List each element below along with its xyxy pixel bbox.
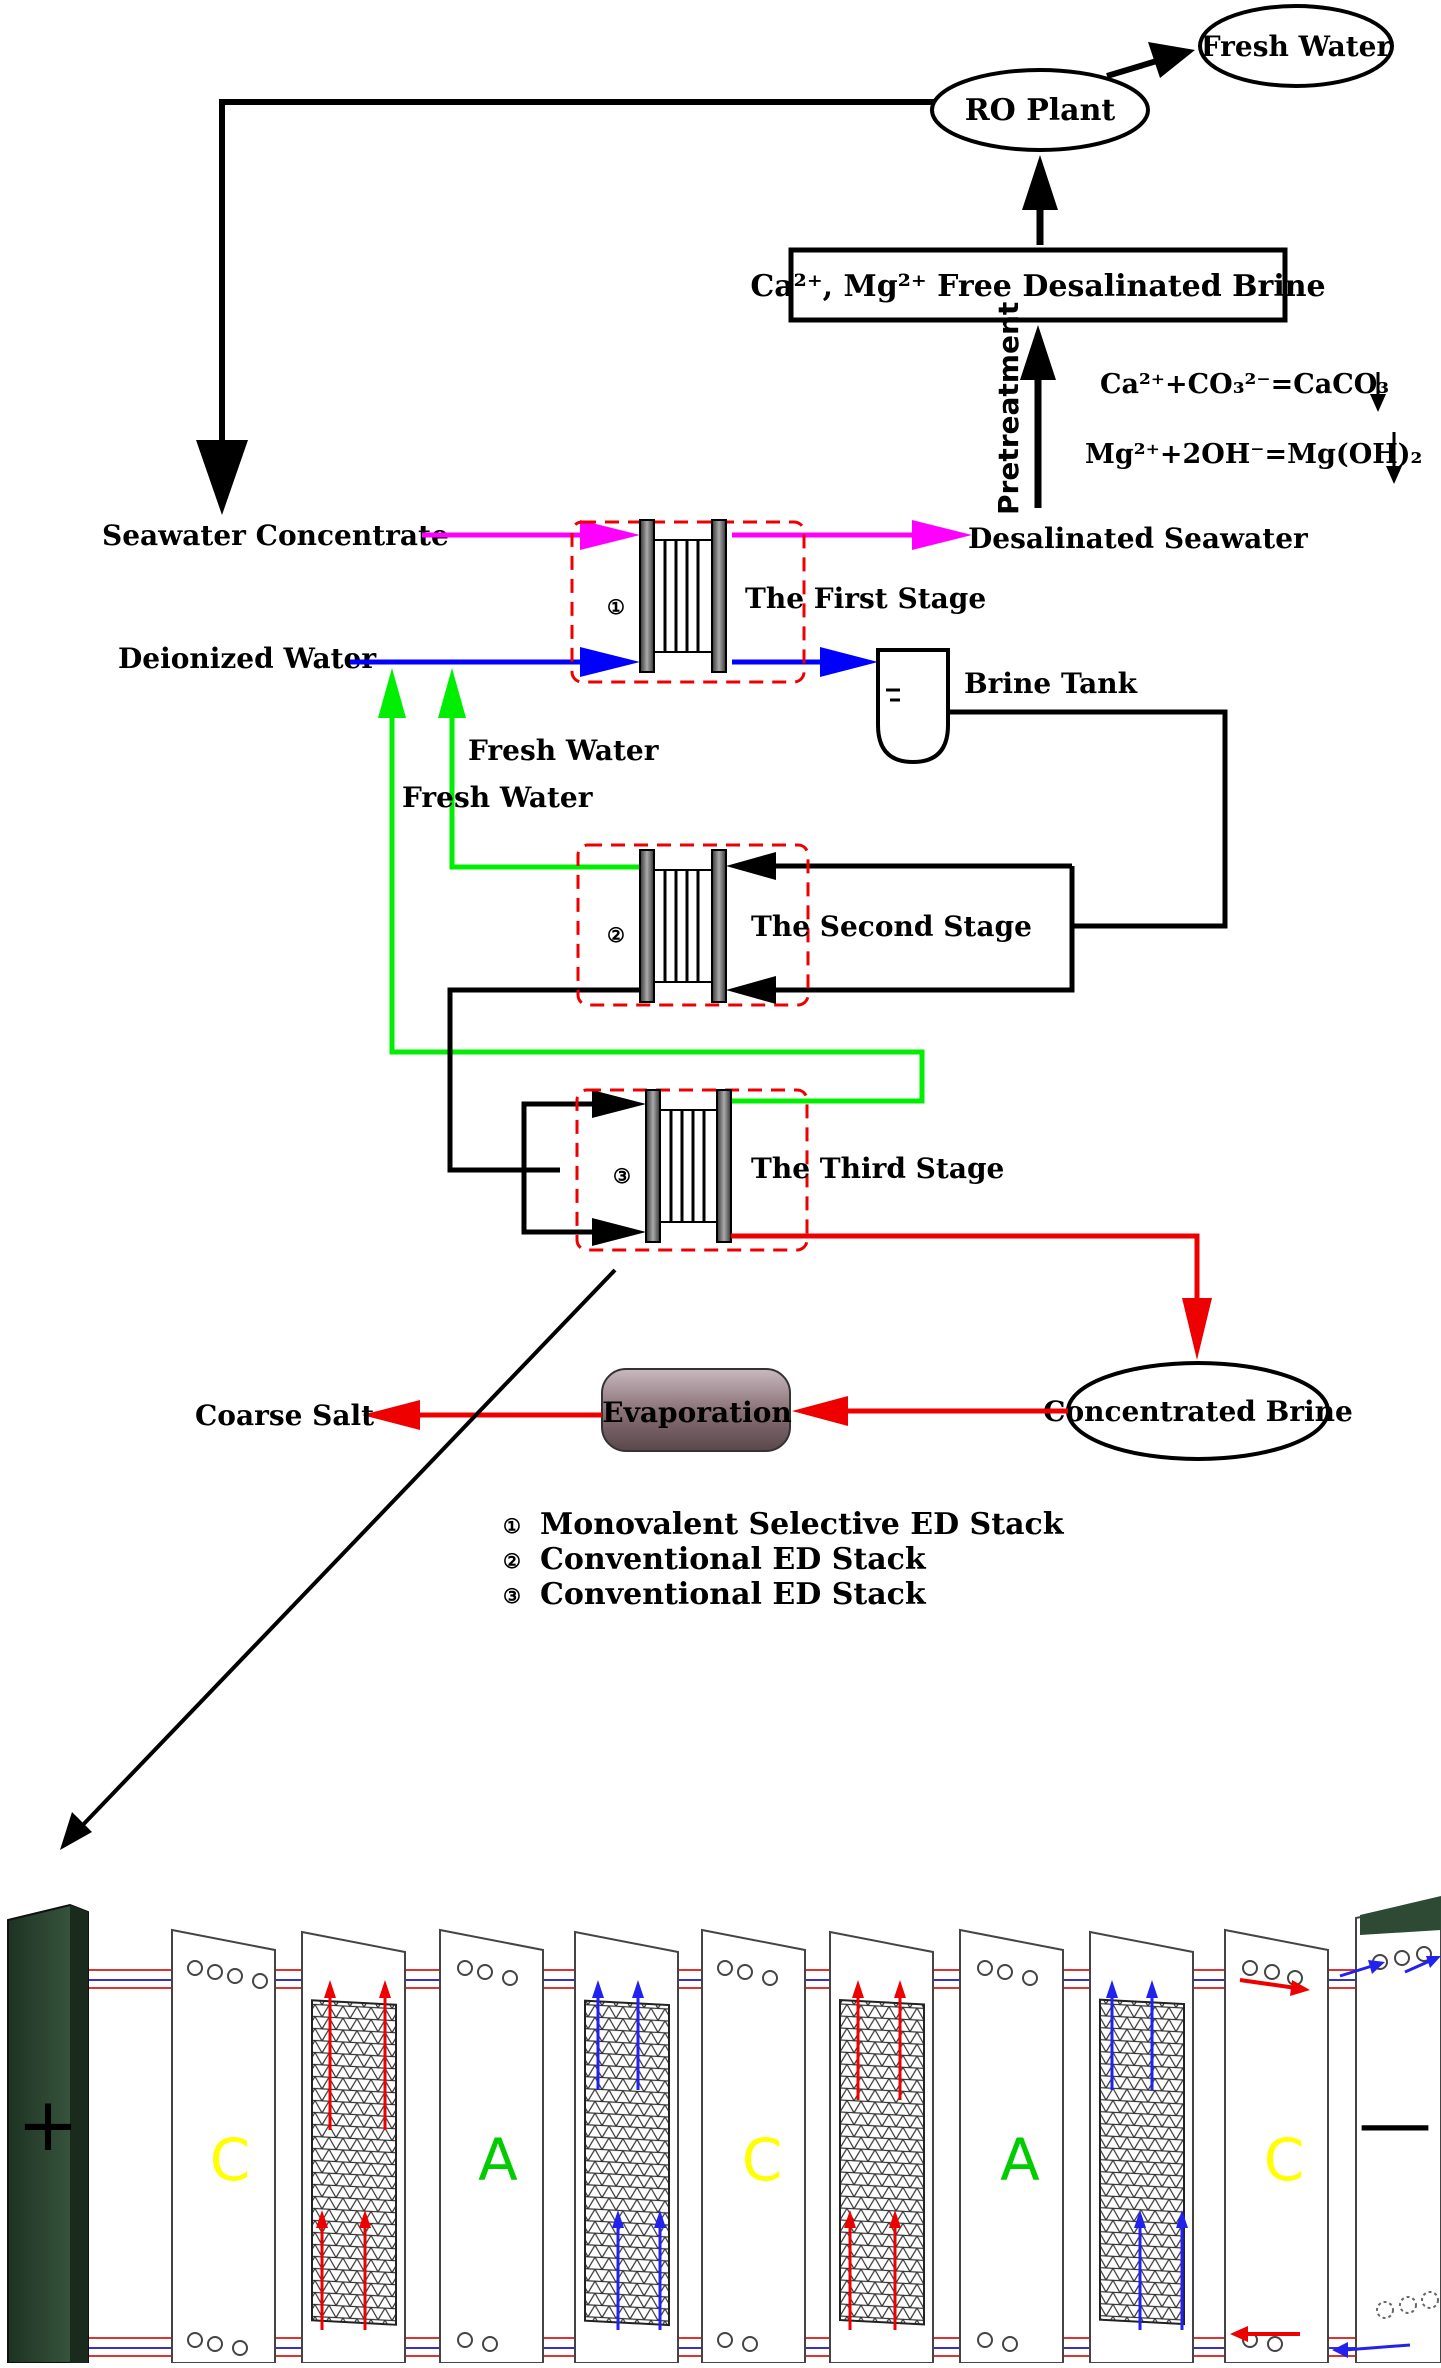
ed-stack-illustration: + C (7, 1896, 1441, 2364)
spacer-4 (1089, 1930, 1194, 2364)
deionized-water-label: Deionized Water (118, 642, 377, 675)
stage-3-marker: ③ (613, 1164, 631, 1188)
free-brine-label: Ca²⁺, Mg²⁺ Free Desalinated Brine (750, 269, 1325, 304)
stage2-to-stage3-line (447, 987, 640, 1173)
membrane-label-c2: C (742, 2126, 783, 2194)
fresh-water-line-2 (438, 668, 640, 870)
free-brine-box (788, 247, 1288, 323)
spacer-3 (829, 1930, 934, 2364)
third-stage-label: The Third Stage (751, 1152, 1004, 1185)
fresh-water-label-2: Fresh Water (402, 781, 594, 814)
coarse-salt-label: Coarse Salt (195, 1399, 374, 1432)
anode-electrode (7, 1903, 89, 2364)
legend-text-2: Conventional ED Stack (540, 1542, 927, 1577)
evap-to-salt-arrow (362, 1400, 602, 1430)
legend: ① Monovalent Selective ED Stack ② Conven… (503, 1507, 1065, 1612)
pretreatment-label: Pretreatment (992, 302, 1025, 515)
brine-to-evap-arrow (792, 1396, 1068, 1426)
deionized-line (350, 647, 878, 677)
legend-marker-3: ③ (503, 1584, 521, 1608)
precipitate-arrow-2 (1386, 432, 1402, 484)
seawater-concentrate-label: Seawater Concentrate (102, 519, 449, 552)
legend-text-3: Conventional ED Stack (540, 1577, 927, 1612)
brine-tank-label: Brine Tank (964, 667, 1138, 700)
fresh-water-label-1: Fresh Water (468, 734, 660, 767)
anode-sign: + (17, 2082, 79, 2168)
concentrated-brine-line (731, 1233, 1212, 1360)
spacer-1 (301, 1930, 406, 2364)
brine-to-ro-arrow (1022, 155, 1058, 245)
reaction-calcium: Ca²⁺+CO₃²⁻=CaCO₃ (1100, 369, 1389, 400)
spacer-2 (574, 1930, 679, 2364)
reaction-magnesium: Mg²⁺+2OH⁻=Mg(OH)₂ (1085, 439, 1422, 470)
zoom-arrow (60, 1268, 617, 1850)
evaporation-node (601, 1368, 791, 1452)
stage3-inlet-arrows (521, 1090, 646, 1246)
stage2-inlet-arrows (726, 852, 1075, 1004)
recycle-line (196, 99, 935, 515)
tank-to-stage2-line (948, 709, 1228, 929)
fresh-water-top-label: Fresh Water (1201, 30, 1393, 63)
second-stage-label: The Second Stage (751, 910, 1032, 943)
legend-marker-2: ② (503, 1549, 521, 1573)
ro-plant-label: RO Plant (965, 93, 1116, 128)
ro-plant-node (930, 68, 1150, 152)
third-stage-stack (575, 1088, 809, 1252)
cathode-sign: — (1358, 2080, 1432, 2166)
cathode-electrode (1332, 1896, 1441, 2364)
evaporation-label: Evaporation (602, 1396, 792, 1429)
membrane-label-c1: C (210, 2126, 251, 2194)
first-stage-stack (570, 519, 806, 684)
fresh-water-line-3 (378, 668, 925, 1104)
ro-to-fresh-arrow (1106, 42, 1195, 79)
pretreatment-arrow (1020, 325, 1056, 508)
legend-marker-1: ① (503, 1514, 521, 1538)
membrane-c3 (1224, 1928, 1329, 2364)
membrane-label-a2: A (1000, 2126, 1040, 2194)
second-stage-stack (576, 843, 810, 1007)
first-stage-label: The First Stage (745, 582, 986, 615)
stage-1-marker: ① (607, 595, 625, 619)
membrane-label-a1: A (478, 2126, 518, 2194)
concentrated-brine-label: Concentrated Brine (1043, 1395, 1353, 1428)
membrane-label-c3: C (1264, 2126, 1305, 2194)
desalinated-seawater-label: Desalinated Seawater (968, 522, 1309, 555)
legend-text-1: Monovalent Selective ED Stack (540, 1507, 1065, 1542)
seawater-line (422, 520, 972, 550)
precipitate-arrow-1 (1370, 372, 1386, 412)
fresh-water-top-node (1198, 4, 1394, 88)
brine-tank (876, 648, 950, 765)
stage-2-marker: ② (607, 923, 625, 947)
